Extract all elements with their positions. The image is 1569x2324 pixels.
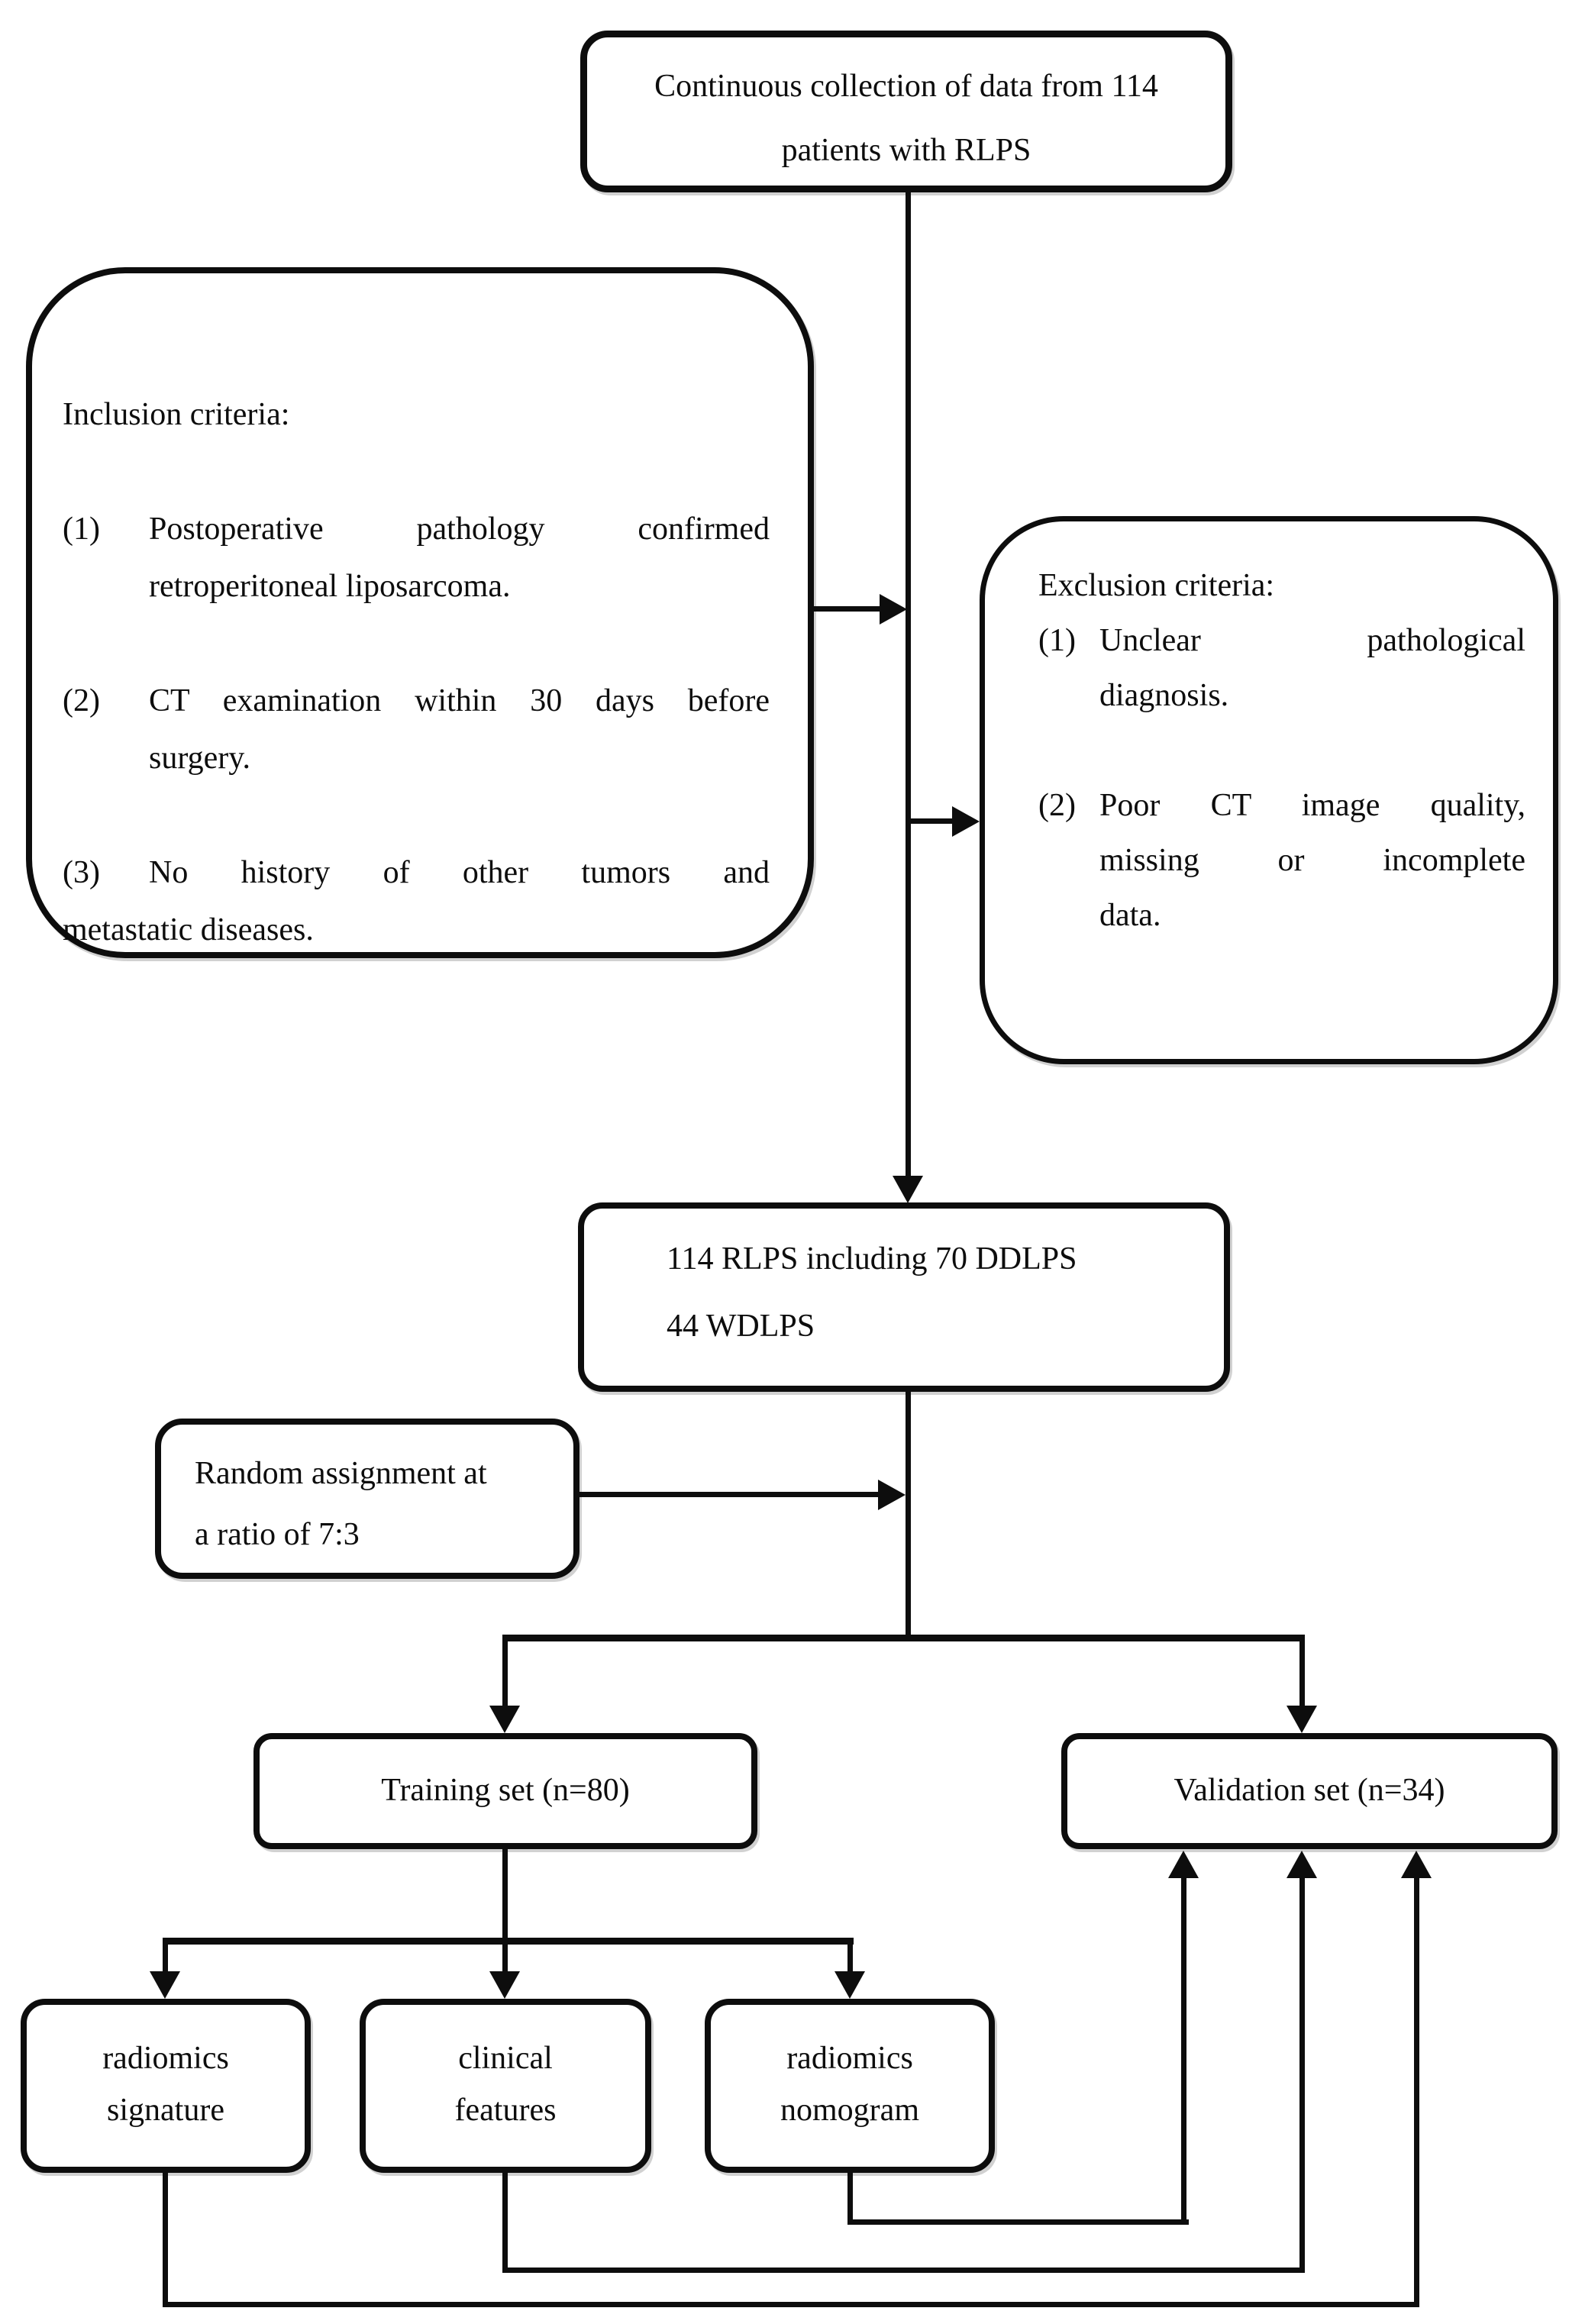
line-cohort-to-split xyxy=(906,1392,911,1638)
arrowhead-signature-into-validation xyxy=(1401,1851,1432,1878)
exclusion-item-2-line-1: Poor CT image quality, xyxy=(1099,788,1525,823)
cohort-line-1: 114 RLPS including 70 DDLPS xyxy=(667,1241,1077,1277)
arrowhead-inclusion-to-main xyxy=(880,594,907,625)
line-branch-to-clinical xyxy=(502,1938,508,1974)
signature-line-2: signature xyxy=(107,2093,224,2128)
arrowhead-into-validation-top xyxy=(1287,1706,1317,1733)
line-bottom-branch xyxy=(163,1938,854,1945)
arrowhead-into-nomogram xyxy=(835,1971,865,1999)
inclusion-item-3-marker: (3) xyxy=(63,855,100,890)
cohort-line-2: 44 WDLPS xyxy=(667,1309,815,1344)
line-random-to-main xyxy=(579,1492,880,1497)
line-training-down xyxy=(502,1849,508,1942)
exclusion-item-1-line-2: diagnosis. xyxy=(1099,678,1229,713)
arrowhead-into-clinical xyxy=(489,1971,520,1999)
nomogram-line-2: nomogram xyxy=(780,2093,919,2128)
arrowhead-random-to-main xyxy=(878,1480,906,1510)
line-nomogram-across xyxy=(847,2219,1189,2225)
box-continuous-collection: Continuous collection of data from 114 p… xyxy=(580,31,1232,192)
box-radiomics-nomogram: radiomics nomogram xyxy=(705,1999,995,2173)
inclusion-item-3-line-1: No history of other tumors and xyxy=(149,855,770,890)
line-split-to-validation xyxy=(1299,1635,1305,1709)
exclusion-item-2-line-2: missing or incomplete xyxy=(1099,843,1525,878)
line-branch-to-signature xyxy=(163,1938,168,1974)
box-training-set: Training set (n=80) xyxy=(253,1733,757,1849)
collection-line-1: Continuous collection of data from 114 xyxy=(654,69,1158,104)
arrowhead-into-training xyxy=(489,1706,520,1733)
exclusion-item-1-line-1: Unclear pathological xyxy=(1099,623,1525,658)
box-cohort-summary: 114 RLPS including 70 DDLPS 44 WDLPS xyxy=(578,1202,1230,1392)
random-line-1: Random assignment at xyxy=(195,1456,487,1491)
box-exclusion-criteria: Exclusion criteria: (1) Unclear patholog… xyxy=(980,516,1558,1064)
exclusion-item-2-line-3: data. xyxy=(1099,898,1161,933)
exclusion-item-1-marker: (1) xyxy=(1038,623,1076,658)
line-main-to-exclusion xyxy=(911,818,954,824)
exclusion-item-1: (1) Unclear pathological diagnosis. xyxy=(1038,613,1525,723)
inclusion-title: Inclusion criteria: xyxy=(63,397,290,432)
arrowhead-clinical-into-validation xyxy=(1287,1851,1317,1878)
inclusion-item-2-marker: (2) xyxy=(63,683,100,718)
inclusion-item-1-marker: (1) xyxy=(63,512,100,547)
line-clinical-across xyxy=(502,2268,1305,2273)
clinical-line-2: features xyxy=(454,2093,557,2128)
inclusion-item-2: (2) CT examination within 30 days before… xyxy=(63,673,770,787)
line-clinical-down xyxy=(502,2173,508,2273)
inclusion-item-1-line-1: Postoperative pathology confirmed xyxy=(149,512,770,547)
line-inclusion-to-main xyxy=(814,606,884,612)
exclusion-item-2-marker: (2) xyxy=(1038,788,1076,823)
inclusion-item-2-line-1: CT examination within 30 days before xyxy=(149,683,770,718)
line-signature-across xyxy=(163,2302,1419,2307)
inclusion-item-3-line-2: metastatic diseases. xyxy=(63,912,314,947)
box-radiomics-signature: radiomics signature xyxy=(21,1999,311,2173)
box-validation-set: Validation set (n=34) xyxy=(1061,1733,1558,1849)
arrowhead-into-exclusion xyxy=(952,806,980,837)
line-branch-to-nomogram xyxy=(847,1938,853,1974)
collection-line-2: patients with RLPS xyxy=(781,133,1031,168)
box-random-assignment: Random assignment at a ratio of 7:3 xyxy=(155,1419,579,1579)
line-collection-to-cohort xyxy=(906,191,911,1179)
training-label: Training set (n=80) xyxy=(381,1773,630,1808)
arrowhead-into-cohort xyxy=(893,1176,923,1203)
line-split-to-training xyxy=(502,1635,508,1709)
arrowhead-into-signature xyxy=(150,1971,180,1999)
random-line-2: a ratio of 7:3 xyxy=(195,1517,360,1552)
box-inclusion-criteria: Inclusion criteria: (1) Postoperative pa… xyxy=(26,267,814,958)
line-signature-up xyxy=(1414,1875,1419,2307)
signature-line-1: radiomics xyxy=(102,2041,229,2076)
nomogram-line-1: radiomics xyxy=(786,2041,913,2076)
line-clinical-up xyxy=(1299,1875,1305,2273)
inclusion-item-1-line-2: retroperitoneal liposarcoma. xyxy=(149,569,511,604)
line-signature-down xyxy=(163,2173,168,2307)
line-nomogram-down xyxy=(847,2173,853,2225)
inclusion-item-1: (1) Postoperative pathology confirmed re… xyxy=(63,501,770,615)
validation-label: Validation set (n=34) xyxy=(1174,1773,1445,1808)
line-nomogram-up xyxy=(1181,1875,1186,2225)
line-split-horizontal xyxy=(502,1635,1305,1641)
inclusion-item-2-line-2: surgery. xyxy=(149,741,250,776)
exclusion-item-2: (2) Poor CT image quality, missing or in… xyxy=(1038,778,1525,943)
clinical-line-1: clinical xyxy=(458,2041,553,2076)
box-clinical-features: clinical features xyxy=(360,1999,651,2173)
exclusion-title: Exclusion criteria: xyxy=(1038,568,1275,603)
inclusion-item-3: (3) No history of other tumors and xyxy=(63,844,770,902)
arrowhead-nomogram-into-validation xyxy=(1168,1851,1199,1878)
